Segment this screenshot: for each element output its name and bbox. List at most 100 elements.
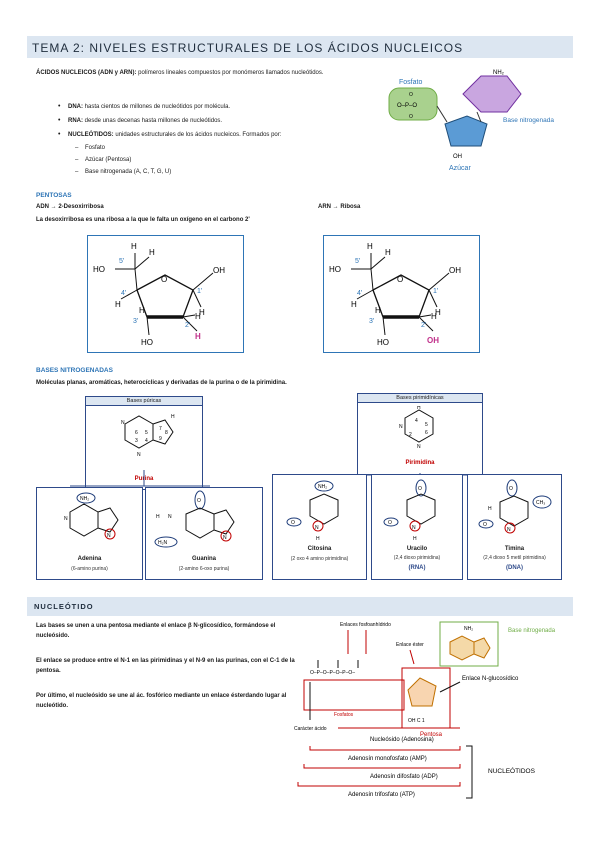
svg-text:N: N: [121, 420, 125, 426]
adenina-nh2: NH₂: [80, 496, 89, 502]
component-item: Base nitrogenada (A, C, T, G, U): [75, 167, 275, 177]
nh2-label: NH₂: [493, 70, 505, 76]
citosina-structure: NH₂ N O H: [286, 480, 339, 542]
svg-text:2: 2: [409, 432, 412, 438]
arn-label: ARN → Ribosa: [318, 204, 361, 210]
svg-text:7: 7: [159, 426, 162, 432]
deoxy-c3: 3': [133, 318, 138, 325]
bullet-rna: RNA: desde unas decenas hasta millones d…: [58, 116, 378, 126]
enlace-ester-label: Enlace éster: [396, 642, 424, 648]
bullet-dna: DNA: hasta cientos de millones de nucleó…: [58, 102, 378, 112]
ribose-h-top: H: [367, 242, 373, 251]
ribose-h-c4: H: [351, 300, 357, 309]
nucleotido-band: [27, 597, 573, 616]
citosina-nh2: NH₂: [318, 484, 327, 490]
svg-text:N: N: [168, 514, 172, 520]
svg-text:5: 5: [145, 430, 148, 436]
deoxy-c5: 5': [119, 258, 124, 265]
purinas-header: Bases púricas: [85, 396, 203, 406]
svg-text:O–P–O–P–O–P–O–: O–P–O–P–O–P–O–: [310, 670, 355, 676]
svg-text:O: O: [409, 92, 413, 98]
ribose-h-c1: H: [435, 308, 441, 317]
pirimidina-label: Pirimidina: [405, 460, 435, 466]
intro-bullets: DNA: hasta cientos de millones de nucleó…: [58, 102, 378, 140]
svg-text:N: N: [399, 424, 403, 430]
svg-text:6: 6: [425, 430, 428, 436]
timina-ch3: CH₃: [536, 500, 545, 506]
ribose-h-c3: H: [375, 306, 381, 315]
guanina-box: [145, 487, 263, 580]
adn-label: ADN → 2-Desoxirribosa: [36, 204, 104, 210]
svg-text:N: N: [107, 533, 111, 539]
adp-label: Adenosín difosfato (ADP): [370, 774, 438, 780]
nucleotido-p2: El enlace se produce entre el N-1 en las…: [36, 658, 295, 674]
uracilo-structure: O N O H: [383, 479, 436, 542]
timina-structure: O CH₃ N O H: [478, 479, 552, 534]
deoxy-o: O: [161, 275, 167, 284]
adenina-name: Adenina: [77, 556, 102, 562]
enlaces-fosfo-label: Enlaces fosfoanhídrido: [340, 622, 391, 628]
nucleotido-heading: NUCLEÓTIDO: [34, 602, 94, 611]
guanina-o: O: [197, 498, 201, 504]
fosfato-shape: [388, 87, 438, 121]
citosina-box: [272, 474, 367, 580]
bases-heading: BASES NITROGENADAS: [36, 367, 113, 374]
deoxy-h-c4: H: [115, 300, 121, 309]
pyrimidine-ring: H 45 N6 2N: [399, 406, 434, 450]
guanina-sub: (2-amino 6-oxo purina): [178, 566, 230, 572]
amp-label: Adenosín monofosfato (AMP): [348, 756, 427, 762]
svg-text:5: 5: [425, 422, 428, 428]
ribose-c1: 1': [433, 288, 438, 295]
pentosas-heading: PENTOSAS: [36, 192, 72, 199]
azucar-shape: [444, 115, 488, 147]
ribose-c5: 5': [355, 258, 360, 265]
ribose-c2-sub: OH: [427, 336, 439, 345]
svg-text:O–P–O: O–P–O: [397, 103, 417, 109]
svg-text:N: N: [315, 525, 319, 531]
uracilo-name: Uracilo: [406, 546, 428, 552]
ribose-ho-bottom: HO: [377, 338, 389, 347]
adenina-structure: NH₂ N N: [64, 492, 119, 540]
deoxy-c2-sub: H: [195, 332, 201, 341]
timina-name: Timina: [504, 546, 525, 552]
svg-text:H: H: [156, 514, 160, 520]
deoxy-oh-right: OH: [213, 266, 225, 275]
svg-text:O: O: [483, 522, 487, 528]
deoxy-ho-top: HO: [93, 265, 105, 274]
svg-text:4: 4: [415, 418, 418, 424]
timina-sub: (2,4 dioxo 5 metil pirimidina): [483, 555, 546, 561]
svg-text:N: N: [417, 444, 421, 450]
deoxyribose-structure: O HO H H 5' 4' H 1' OH H 3' H 2' H HO H: [87, 235, 244, 353]
nucleotido-p1: Las bases se unen a una pentosa mediante…: [36, 623, 276, 639]
atp-label: Adenosín trifosfato (ATP): [348, 792, 415, 798]
nucleotide-figure: Fosfato O–P–O O O NH₂ Base nitrogenada O…: [388, 70, 554, 172]
deoxy-h-top: H: [131, 242, 137, 251]
svg-text:O: O: [388, 520, 392, 526]
svg-text:N: N: [223, 535, 227, 541]
citosina-name: Citosina: [307, 546, 332, 552]
deoxy-c1: 1': [197, 288, 202, 295]
citosina-sub: (2 oxo 4 amino pirimidina): [290, 556, 349, 562]
svg-text:4: 4: [145, 438, 148, 444]
svg-text:O: O: [418, 486, 422, 492]
ribose-o: O: [397, 275, 403, 284]
adenina-sub: (6-amino purina): [71, 566, 108, 572]
caracter-label: Carácter ácido: [294, 726, 327, 732]
ribose-c4: 4': [357, 290, 362, 297]
svg-text:8: 8: [165, 430, 168, 436]
ribose-h-top2: H: [385, 248, 391, 257]
base-label: Base nitrogenada: [503, 117, 554, 124]
base-shape: [462, 75, 522, 113]
ribose-ho-top: HO: [329, 265, 341, 274]
component-list: Fosfato Azúcar (Pentosa) Base nitrogenad…: [75, 143, 275, 177]
ribose-structure: O HO H H 5' 4' H 1' OH H 3' H 2' H HO OH: [323, 235, 480, 353]
deoxy-h-c3: H: [139, 306, 145, 315]
oh-c-label: OH C 1: [408, 718, 425, 724]
svg-text:N: N: [64, 516, 68, 522]
svg-text:N: N: [507, 527, 511, 533]
atp-nh2: NH₂: [464, 626, 473, 632]
svg-text:H: H: [171, 414, 175, 420]
base-box: [439, 621, 499, 667]
